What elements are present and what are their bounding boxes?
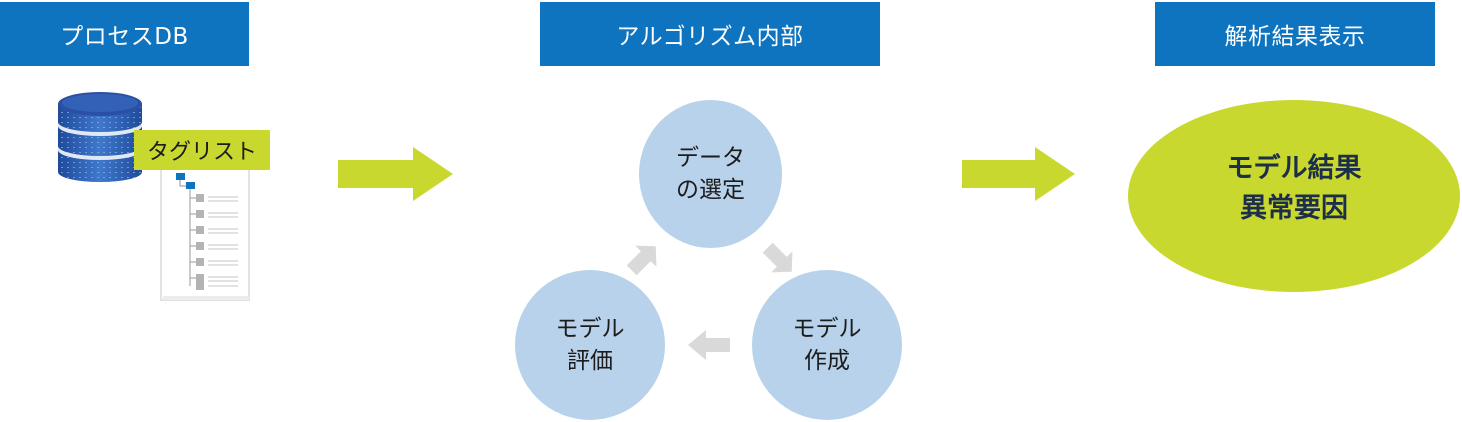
algorithm-header: アルゴリズム内部 <box>540 2 880 66</box>
database-icon <box>58 92 142 182</box>
cycle-arrow-icon <box>688 330 730 360</box>
model-evaluation-line2: 評価 <box>567 348 613 374</box>
result-display-header-label: 解析結果表示 <box>1224 24 1366 50</box>
tag-list-label-text: タグリスト <box>146 140 257 165</box>
tag-list-document-icon <box>160 160 250 301</box>
result-line2: 異常要因 <box>1240 193 1348 224</box>
result-display-header: 解析結果表示 <box>1155 2 1435 66</box>
cycle-arrow-icon <box>626 245 657 276</box>
model-evaluation-step: モデル 評価 <box>515 270 665 420</box>
model-evaluation-line1: モデル <box>555 316 625 342</box>
model-build-line1: モデル <box>792 316 862 342</box>
model-build-step: モデル 作成 <box>752 270 902 420</box>
flow-arrow-icon <box>962 147 1075 201</box>
data-selection-step: データ の選定 <box>639 100 782 248</box>
cycle-arrow-icon <box>762 242 793 273</box>
model-build-line2: 作成 <box>804 348 850 374</box>
result-ellipse: モデル結果 異常要因 <box>1128 100 1460 292</box>
data-selection-line2: の選定 <box>676 177 745 203</box>
result-line1: モデル結果 <box>1226 153 1362 184</box>
process-db-header: プロセスDB <box>0 2 249 66</box>
process-db-header-label: プロセスDB <box>60 24 189 50</box>
flow-arrow-icon <box>338 147 453 201</box>
algorithm-header-label: アルゴリズム内部 <box>616 24 804 50</box>
data-selection-line1: データ <box>676 145 745 171</box>
tag-list-label: タグリスト <box>134 130 270 170</box>
